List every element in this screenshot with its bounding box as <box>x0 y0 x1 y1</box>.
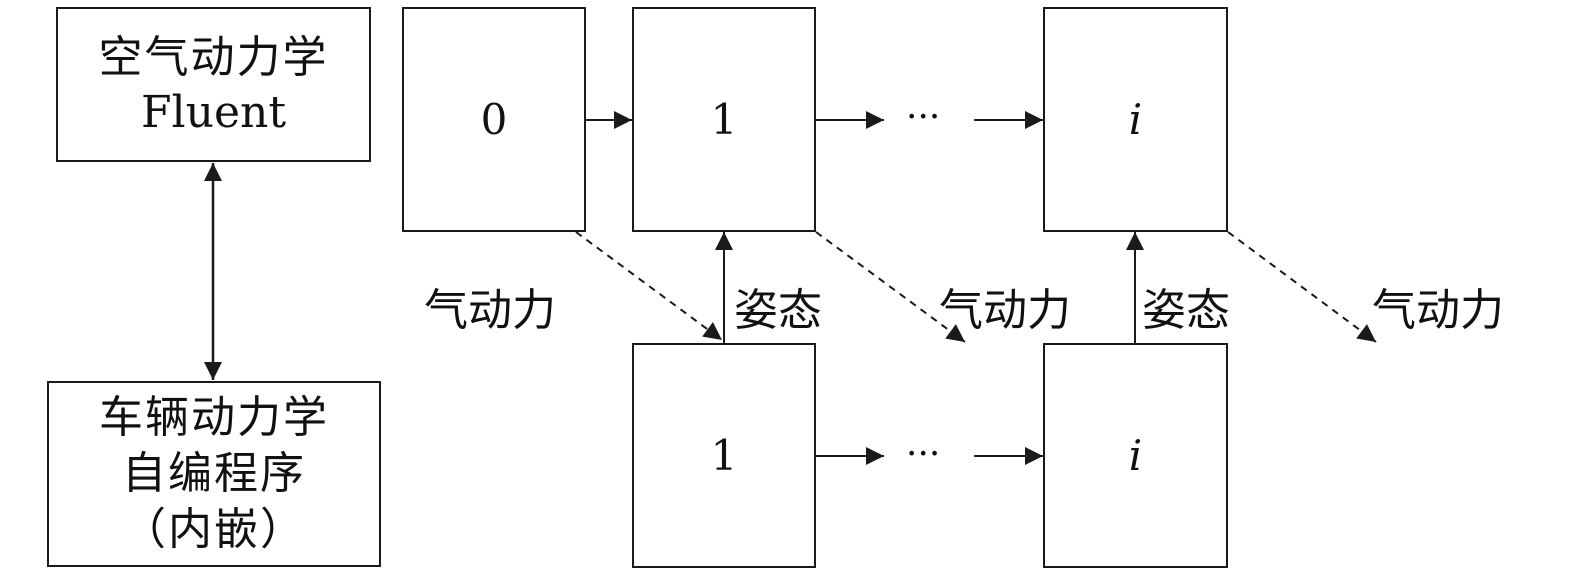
top-step-i-box: i <box>1043 7 1228 232</box>
fluent-label: Fluent <box>141 86 286 138</box>
aero-force-label-2: 气动力 <box>939 285 1071 336</box>
dashed-arrow-aero-2 <box>815 231 966 343</box>
dashed-arrow-aero-3 <box>1227 231 1377 343</box>
self-program-label: 自编程序 <box>122 448 306 499</box>
top-step-1-label: 1 <box>710 95 738 144</box>
top-step-1-box: 1 <box>632 7 816 232</box>
vehicle-dynamics-title: 车辆动力学 <box>99 392 329 443</box>
aero-force-label-3: 气动力 <box>1372 285 1504 336</box>
bottom-ellipsis: ··· <box>906 434 941 475</box>
bottom-step-i-label: i <box>1128 431 1143 480</box>
attitude-label-1: 姿态 <box>734 285 822 336</box>
vehicle-dynamics-box: 车辆动力学 自编程序 （内嵌） <box>47 381 381 567</box>
top-ellipsis: ··· <box>906 97 941 138</box>
top-step-i-label: i <box>1128 95 1143 144</box>
attitude-label-2: 姿态 <box>1142 285 1230 336</box>
aerodynamics-title: 空气动力学 <box>98 31 329 83</box>
top-step-0-box: 0 <box>402 7 586 232</box>
top-step-0-label: 0 <box>480 95 508 144</box>
bottom-step-1-label: 1 <box>710 431 738 480</box>
aero-force-label-1: 气动力 <box>424 285 556 336</box>
dashed-arrow-aero-1 <box>575 231 723 341</box>
aerodynamics-box: 空气动力学 Fluent <box>56 7 371 162</box>
bottom-step-i-box: i <box>1043 343 1228 568</box>
embedded-label: （内嵌） <box>122 504 306 555</box>
bottom-step-1-box: 1 <box>632 343 816 568</box>
